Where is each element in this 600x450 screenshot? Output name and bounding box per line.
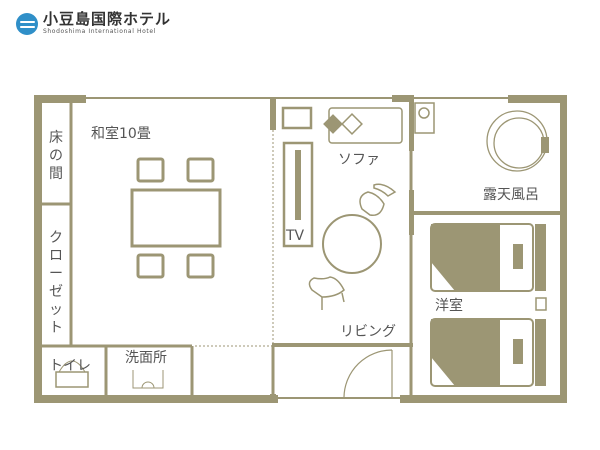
svg-text:ッ: ッ	[49, 302, 63, 318]
floor-chair	[186, 253, 215, 279]
logo-subtitle: Shodoshima International Hotel	[43, 28, 156, 35]
entrance-door	[343, 349, 393, 398]
washitsu-furniture	[130, 157, 222, 279]
svg-text:ト: ト	[49, 320, 63, 336]
armchair	[308, 276, 345, 298]
thin-walls	[42, 97, 560, 399]
low-table	[130, 188, 222, 248]
svg-text:間: 間	[49, 166, 63, 182]
floor-chair	[186, 157, 215, 183]
label-sofa: ソファ	[338, 152, 380, 168]
floor-chair	[136, 253, 165, 279]
label-western-room: 洋室	[435, 297, 463, 314]
open-air-bath	[486, 110, 548, 172]
logo-name: 小豆島国際ホテル	[43, 10, 172, 28]
svg-text:の: の	[49, 148, 63, 164]
hotel-logo: 小豆島国際ホテル Shodoshima International Hotel	[16, 12, 171, 35]
beds	[430, 223, 547, 387]
tv-stand	[282, 141, 314, 248]
bed	[430, 223, 546, 292]
armchair	[359, 191, 385, 217]
label-washroom: 洗面所	[125, 350, 167, 366]
living-furniture	[281, 106, 403, 398]
toilet-washroom-fixtures	[55, 360, 164, 389]
label-closet: ク	[49, 230, 63, 246]
label-washitsu: 和室10畳	[91, 125, 151, 142]
label-tokonoma: 床	[49, 130, 63, 146]
logo-icon	[16, 12, 38, 35]
svg-text:ゼ: ゼ	[49, 284, 63, 300]
label-toilet: トイレ	[49, 358, 91, 374]
svg-text:ー: ー	[49, 266, 63, 282]
floor-chair	[136, 157, 165, 183]
bath-fixtures	[414, 102, 549, 172]
svg-text:ロ: ロ	[49, 248, 63, 264]
label-open-air-bath: 露天風呂	[483, 187, 539, 203]
round-table	[322, 214, 382, 274]
bed	[430, 318, 546, 387]
nightstand	[535, 297, 547, 311]
label-tv: TV	[285, 228, 305, 244]
label-living: リビング	[340, 324, 396, 340]
